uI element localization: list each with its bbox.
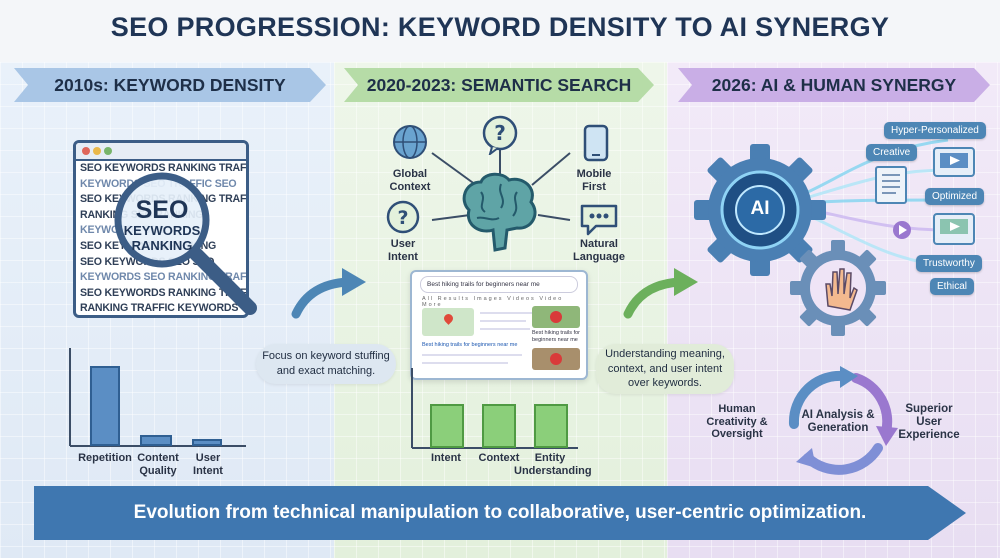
- note-semantic-meaning: Understanding meaning, context, and user…: [596, 344, 734, 394]
- bar-entity-understanding: [534, 404, 568, 448]
- semantic-network-lines: [431, 145, 571, 221]
- cycle-arrows-icon: [788, 366, 898, 475]
- cycle-center-label: AI Analysis & Generation: [801, 409, 875, 435]
- serp-query: Best hiking trails for beginners near me: [420, 276, 578, 293]
- chart-axes-stage2: [411, 368, 578, 449]
- page-title: SEO PROGRESSION: KEYWORD DENSITY TO AI S…: [110, 12, 890, 42]
- ai-gear-icon: [694, 144, 826, 276]
- arrow-right-icon-2: [623, 268, 698, 319]
- bar-context: [482, 404, 516, 448]
- question-bubble-icon: ?: [482, 115, 518, 155]
- video-caption: Best hiking trails for beginners near me: [532, 330, 580, 343]
- lens-word-ranking: RANKING: [131, 238, 193, 253]
- svg-text:?: ?: [397, 207, 408, 229]
- bar-content-quality: [140, 435, 172, 446]
- browser-titlebar: [76, 143, 246, 161]
- keyword-line: KEYWORDS SEO RANKING TRAFFIC: [80, 271, 249, 284]
- speech-bubble-icon: [580, 204, 618, 236]
- lens-word-keywords: KEYWORDS: [123, 223, 201, 238]
- video-card-icon-2: [933, 213, 975, 245]
- node-user-intent: User Intent: [388, 238, 418, 263]
- question-icon: ?: [386, 200, 420, 234]
- keyword-line: SEO KEYWORDS RANKING TRAFFIC: [80, 286, 249, 299]
- stage-banner-2026: 2026: AI & HUMAN SYNERGY: [678, 68, 990, 102]
- play-icon: [893, 221, 911, 239]
- ai-gear-label: AI: [750, 198, 770, 219]
- human-hand-gear-icon: [790, 240, 886, 336]
- node-natural-language: Natural Language: [573, 238, 625, 263]
- cycle-left-label: Human Creativity & Oversight: [706, 403, 768, 441]
- video-thumbnail-1: [532, 306, 580, 328]
- bar-label-content-quality: Content Quality: [137, 452, 179, 477]
- chip-creative: Creative: [866, 144, 918, 161]
- brain-icon: [462, 172, 537, 252]
- globe-icon: [393, 125, 427, 159]
- chip-trustworthy: Trustworthy: [916, 255, 982, 272]
- magnifier-icon: [114, 172, 257, 315]
- map-thumbnail: [422, 308, 474, 336]
- serp-tabs: All Results Images Videos Video More: [422, 296, 564, 308]
- node-mobile-first: Mobile First: [576, 168, 612, 193]
- document-icon: [875, 166, 907, 204]
- stage-banner-2010s: 2010s: KEYWORD DENSITY: [14, 68, 326, 102]
- bar-label-entity-understanding: Entity Understanding: [514, 452, 592, 477]
- video-thumbnail-2: [532, 348, 580, 370]
- bar-label-intent: Intent: [431, 452, 461, 464]
- footer-banner: Evolution from technical manipulation to…: [34, 486, 966, 540]
- bar-intent: [430, 404, 464, 448]
- node-global-context: Global Context: [389, 168, 431, 193]
- arrow-right-icon: [291, 268, 366, 319]
- serp-result-link: Best hiking trails for beginners near me: [422, 342, 518, 348]
- stage-banner-2020-2023: 2020-2023: SEMANTIC SEARCH: [344, 68, 654, 102]
- chart-axes-stage1: [69, 348, 246, 447]
- chip-hyper-personalized: Hyper-Personalized: [884, 122, 986, 139]
- lens-word-seo: SEO: [135, 196, 189, 224]
- cycle-right-label: Superior User Experience: [898, 403, 960, 442]
- bar-user-intent: [192, 439, 222, 446]
- keyword-line: RANKING TRAFFIC KEYWORDS: [80, 302, 239, 315]
- keyword-line: SEO KEYWORDS RANKING TRAFFIC: [80, 162, 249, 174]
- chip-ethical: Ethical: [930, 278, 975, 295]
- video-card-icon: [933, 147, 975, 177]
- note-keyword-stuffing: Focus on keyword stuffing and exact matc…: [256, 344, 396, 384]
- search-results-preview: Best hiking trails for beginners near me…: [410, 270, 588, 380]
- bar-repetition: [90, 366, 120, 446]
- bar-label-context: Context: [478, 452, 520, 464]
- chip-optimized: Optimized: [925, 188, 985, 205]
- svg-text:?: ?: [494, 121, 506, 145]
- bar-label-user-intent: User Intent: [193, 452, 223, 477]
- bar-label-repetition: Repetition: [78, 452, 132, 464]
- mobile-phone-icon: [583, 124, 609, 162]
